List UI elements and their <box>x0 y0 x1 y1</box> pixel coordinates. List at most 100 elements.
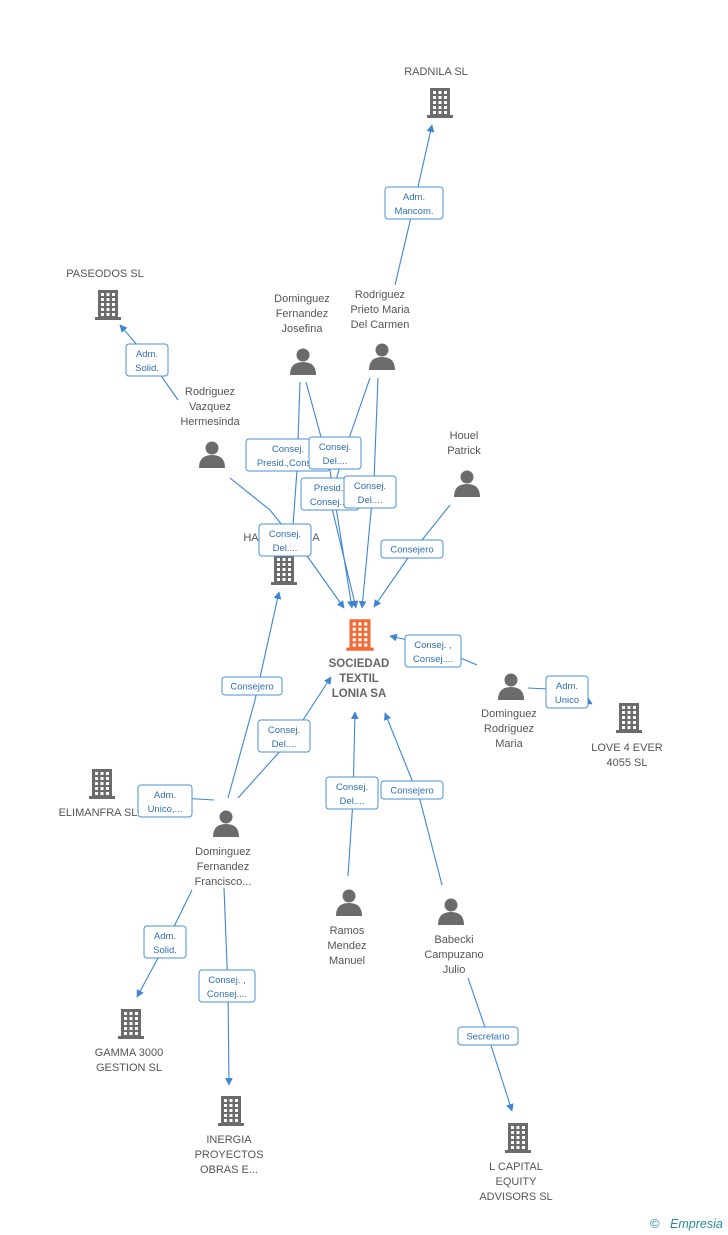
building-icon <box>95 290 121 320</box>
edge-labels-layer: Adm.Mancom.Adm.Solid.Consej.Presid.,Cons… <box>125 186 589 1046</box>
node-label-line: SOCIEDAD <box>329 658 390 670</box>
edge-label-box <box>221 676 283 696</box>
edge-label-box <box>457 1026 519 1046</box>
edge-label-adm-solid-gamma[interactable]: Adm. Solid. <box>143 925 187 959</box>
node-sociedad[interactable]: SOCIEDAD TEXTIL LONIA SA <box>329 619 390 700</box>
edge-label-consej-del-ha[interactable]: Consej.Del.... <box>258 523 312 557</box>
node-dominguez-francisco[interactable]: DominguezFernandezFrancisco... <box>195 810 252 889</box>
edge-label-box <box>380 780 444 800</box>
edge-label-consej-del-josefina[interactable]: Consej.Del.... <box>308 436 362 470</box>
building-icon <box>271 555 297 585</box>
edge-label-adm-unico-elimanfra[interactable]: Adm.Unico,... <box>137 784 193 818</box>
edge-label-text: Consej. <box>272 444 304 455</box>
edge-label-consej-consej-inergia[interactable]: Consej. , Consej.... <box>198 969 256 1003</box>
edge-label-box <box>198 969 256 1003</box>
node-label-line: Patrick <box>447 445 481 457</box>
node-label-line: Ramos <box>330 925 365 937</box>
edge-label-text: Consejero <box>390 545 433 556</box>
edge-label-text: Mancom. <box>394 206 433 217</box>
edge-label-text: Consej.... <box>413 654 453 665</box>
building-icon <box>427 88 453 118</box>
edge-label-consej-del-ramos[interactable]: Consej. Del.... <box>325 776 379 810</box>
node-label-line: EQUITY <box>496 1176 538 1188</box>
brand-name: Empresia <box>670 1217 723 1231</box>
node-label-line: Julio <box>443 964 466 976</box>
node-label-line: Rodriguez <box>484 723 534 735</box>
edge-label-consejero-francisco-ha[interactable]: Consejero <box>221 676 283 696</box>
building-icon <box>89 769 115 799</box>
edge-label-text: Consej. <box>269 529 301 540</box>
edge-label-text: Consej. <box>268 725 300 736</box>
person-icon <box>290 348 316 375</box>
person-icon <box>454 470 480 497</box>
node-label-line: Fernandez <box>276 308 329 320</box>
edge-label-box <box>257 719 311 753</box>
edge-label-text: Solid. <box>135 363 159 374</box>
edge-label-consej-del-prieto[interactable]: Consej.Del.... <box>343 475 397 509</box>
node-label-line: TEXTIL <box>339 673 379 685</box>
building-icon <box>505 1123 531 1153</box>
edge-label-text: Consej.... <box>207 989 247 1000</box>
edge-label-consejero-houel[interactable]: Consejero <box>380 539 444 559</box>
edge-label-box <box>380 539 444 559</box>
node-label-line: Del Carmen <box>351 319 410 331</box>
edge-label-consej-del-francisco[interactable]: Consej.Del.... <box>257 719 311 753</box>
node-label-line: PASEODOS SL <box>66 268 143 280</box>
node-label-line: Campuzano <box>424 949 483 961</box>
edge-label-adm-unico-love[interactable]: Adm.Unico <box>545 675 589 709</box>
person-icon <box>369 343 395 370</box>
person-icon <box>498 673 524 700</box>
edge-label-text: Consej.... <box>310 497 350 508</box>
node-label-line: Manuel <box>329 955 365 967</box>
edge-label-text: Consej. , <box>414 640 452 651</box>
node-radnila[interactable]: RADNILA SL <box>404 66 468 118</box>
edge-label-box <box>343 475 397 509</box>
edge-label-text: Consej. <box>336 782 368 793</box>
node-label-line: RADNILA SL <box>404 66 468 78</box>
edge-label-box <box>308 436 362 470</box>
edge-label-adm-mancom[interactable]: Adm.Mancom. <box>384 186 444 220</box>
edge-label-text: Consejero <box>230 682 273 693</box>
node-label-line: HA <box>243 532 259 544</box>
node-paseodos[interactable]: PASEODOS SL <box>66 268 144 320</box>
node-label-line: Hermesinda <box>180 416 240 428</box>
edge-label-text: Del.... <box>340 796 365 807</box>
node-label-line: L CAPITAL <box>489 1161 543 1173</box>
edge-label-consej-consej-dr[interactable]: Consej. , Consej.... <box>404 634 462 668</box>
node-label-line: LONIA SA <box>332 688 387 700</box>
edge-label-text: Unico <box>555 695 579 706</box>
building-icon <box>218 1096 244 1126</box>
edge-label-text: Adm. <box>154 931 176 942</box>
edge-label-text: Adm. <box>154 790 176 801</box>
edge-label-consejero-babecki[interactable]: Consejero <box>380 780 444 800</box>
edge-label-box <box>137 784 193 818</box>
node-elimanfra[interactable]: ELIMANFRA SL <box>59 769 138 819</box>
edge-label-box <box>325 776 379 810</box>
node-label-line: Prieto Maria <box>350 304 410 316</box>
node-label-line: Rodriguez <box>355 289 405 301</box>
node-label-line: Mendez <box>327 940 366 952</box>
node-label-line: OBRAS E... <box>200 1164 258 1176</box>
edge-label-text: Solid. <box>153 945 177 956</box>
edge-label-text: Secretario <box>466 1032 509 1043</box>
edge-presid_consej <box>329 377 371 609</box>
edge-label-secretario[interactable]: Secretario <box>457 1026 519 1046</box>
edge-consejero_babecki <box>384 712 443 886</box>
edge-label-text: Consej. , <box>208 975 246 986</box>
node-label-line: INERGIA <box>206 1134 252 1146</box>
edge-label-adm-solid-paseodos[interactable]: Adm.Solid. <box>125 343 169 377</box>
node-label-line: Rodriguez <box>185 386 235 398</box>
